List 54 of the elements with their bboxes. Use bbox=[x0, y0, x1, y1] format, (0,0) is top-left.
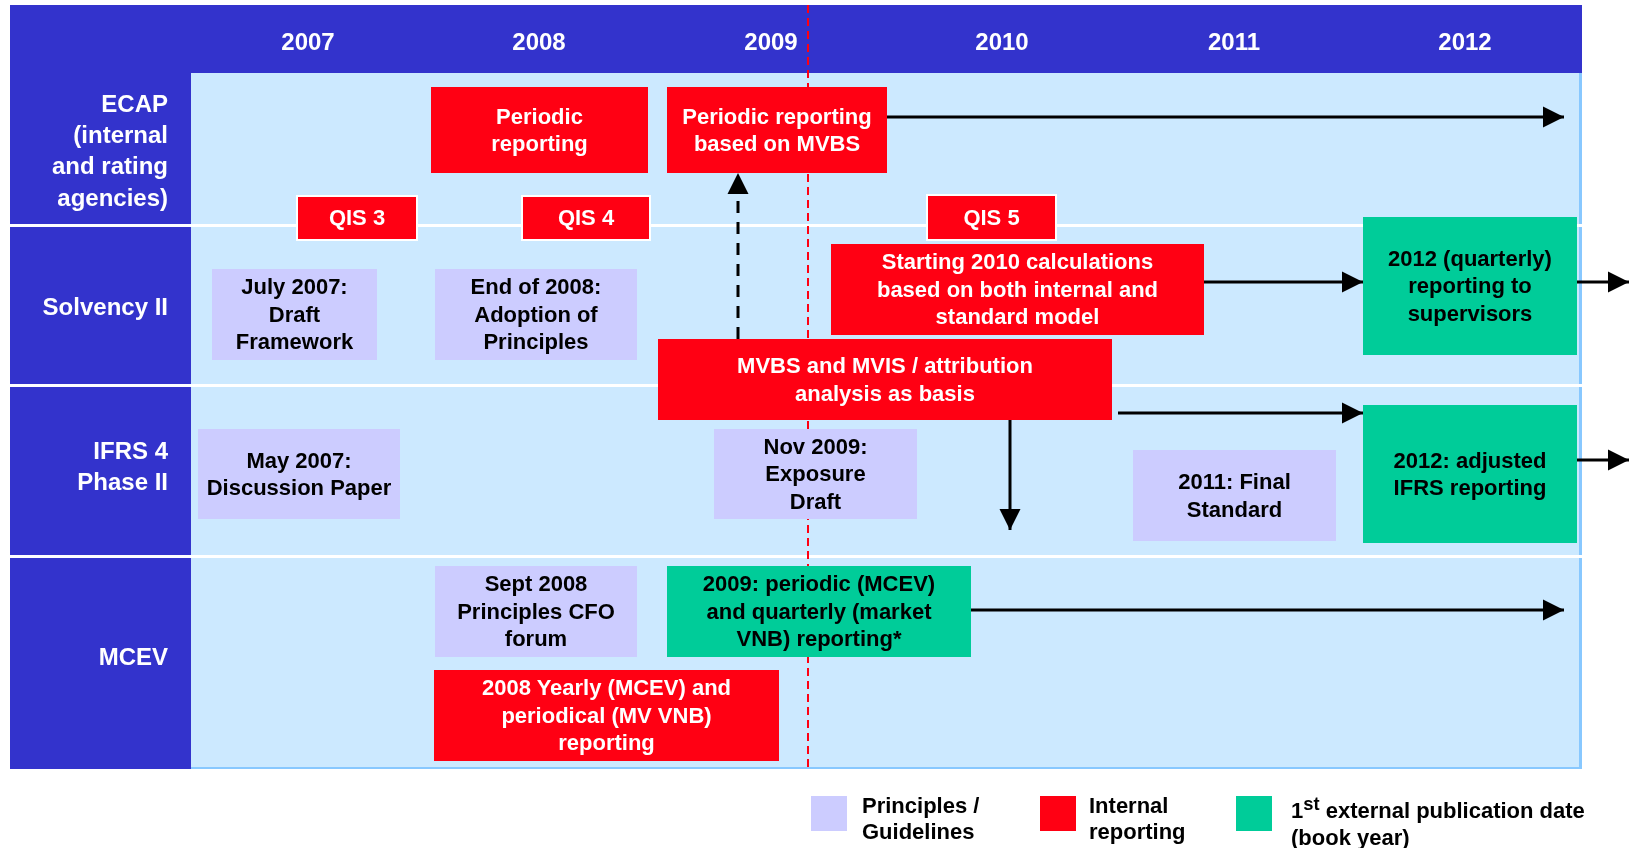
principle-box bbox=[1133, 450, 1336, 541]
box-text: 2008 Yearly (MCEV) and periodical (MV VNB) reporting bbox=[480, 674, 732, 757]
principle-box bbox=[212, 269, 377, 360]
arrow bbox=[1204, 271, 1363, 293]
box-text: Nov 2009: Exposure Draft bbox=[762, 432, 869, 516]
legend-text: Principles / Guidelines bbox=[862, 793, 981, 846]
arrow bbox=[999, 420, 1021, 530]
box-text: 2009: periodic (MCEV) and quarterly (market VNB) reporting* bbox=[701, 570, 937, 653]
arrow bbox=[1577, 449, 1629, 471]
internal-reporting-box bbox=[926, 194, 1057, 241]
year-label: 2007 bbox=[280, 27, 336, 57]
box-text: Starting 2010 calculations based on both internal and standard model bbox=[875, 248, 1160, 331]
internal-reporting-box bbox=[658, 339, 1112, 420]
principle-box bbox=[198, 429, 400, 519]
arrow bbox=[887, 106, 1564, 128]
arrow bbox=[1577, 271, 1629, 293]
box-text: 2012: adjusted IFRS reporting bbox=[1392, 446, 1548, 502]
year-label: 2010 bbox=[974, 27, 1030, 57]
box-text: QIS 3 bbox=[328, 204, 386, 232]
row-label: MCEV bbox=[97, 642, 168, 673]
year-label: 2008 bbox=[511, 27, 567, 57]
box-text: QIS 5 bbox=[963, 203, 1020, 232]
internal-reporting-box bbox=[434, 670, 779, 761]
principle-box bbox=[435, 566, 637, 657]
external-publication-box bbox=[1363, 217, 1577, 355]
legend-text: Internal reporting bbox=[1089, 793, 1187, 846]
box-text: July 2007: Draft Framework bbox=[234, 273, 355, 356]
row-label: ECAP (internal and rating agencies) bbox=[51, 88, 168, 213]
principle-box bbox=[435, 269, 637, 360]
arrow bbox=[727, 173, 749, 339]
box-text: Sept 2008 Principles CFO forum bbox=[456, 570, 616, 653]
internal-reporting-box bbox=[296, 195, 418, 241]
box-text: End of 2008: Adoption of Principles bbox=[469, 273, 603, 356]
external-publication-box bbox=[1363, 405, 1577, 543]
box-text: QIS 4 bbox=[557, 204, 615, 232]
box-text: Periodic reporting based on MVBS bbox=[681, 102, 873, 158]
box-text: 2012 (quarterly) reporting to supervisors bbox=[1387, 244, 1553, 328]
box-text: Periodic reporting bbox=[490, 102, 589, 158]
box-text: MVBS and MVIS / attribution analysis as basis bbox=[736, 352, 1034, 407]
principle-box bbox=[714, 429, 917, 519]
year-label: 2012 bbox=[1437, 27, 1493, 57]
row-label: IFRS 4 Phase II bbox=[76, 435, 168, 497]
year-label: 2009 bbox=[743, 27, 799, 57]
internal-reporting-box bbox=[431, 87, 648, 173]
box-text: May 2007: Discussion Paper bbox=[205, 446, 393, 502]
arrow bbox=[971, 599, 1564, 621]
external-publication-box bbox=[667, 566, 971, 657]
internal-reporting-box bbox=[667, 87, 887, 173]
arrow bbox=[1118, 402, 1363, 424]
year-label: 2011 bbox=[1206, 27, 1262, 57]
row-label: Solvency II bbox=[41, 292, 168, 323]
internal-reporting-box bbox=[831, 244, 1204, 335]
internal-reporting-box bbox=[521, 195, 651, 241]
box-text: 2011: Final Standard bbox=[1177, 468, 1292, 523]
